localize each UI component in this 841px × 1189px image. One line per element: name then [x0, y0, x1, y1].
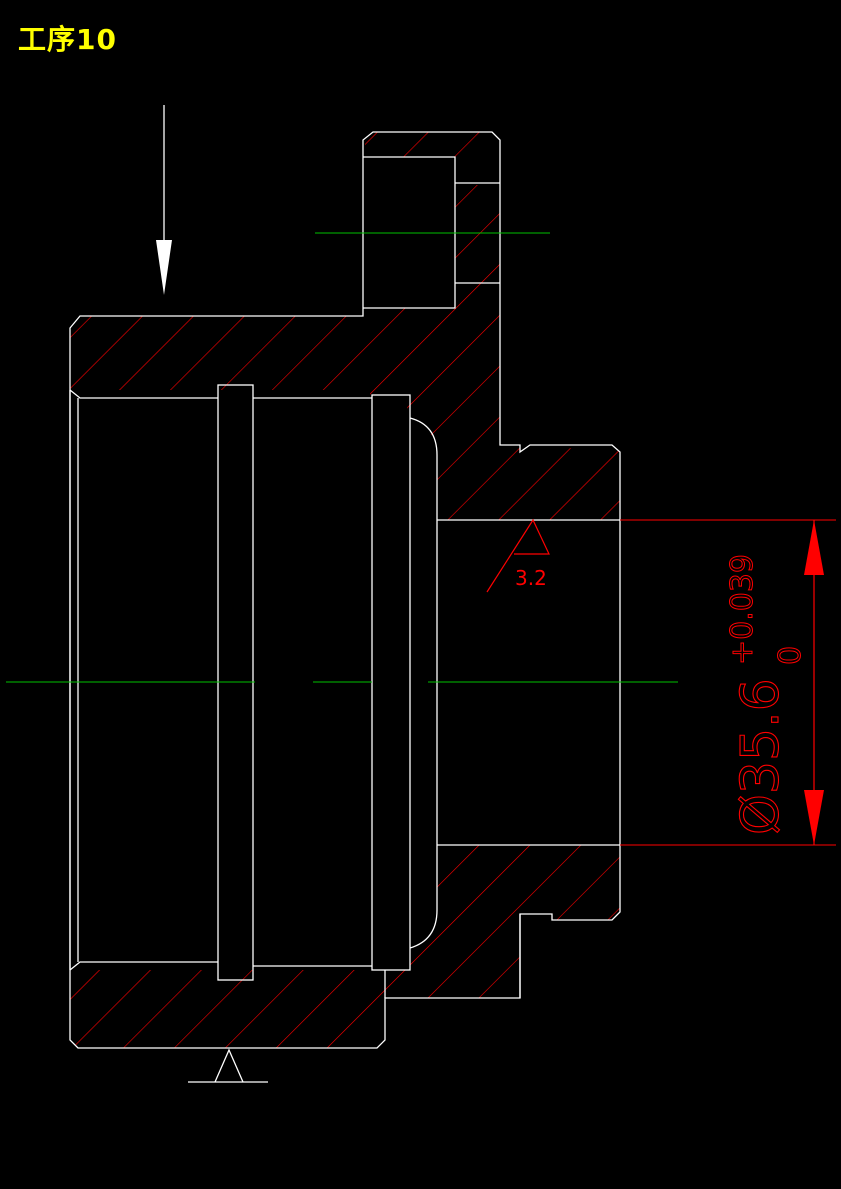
diameter-dimension: Ø35.6 +0.039 0: [620, 519, 836, 846]
groove-right: [371, 394, 411, 971]
dim-nominal: 35.6: [731, 678, 791, 794]
bore-bottom: [69, 961, 218, 971]
hatch-lug-top: [365, 132, 500, 185]
centerlines: [6, 232, 678, 683]
hatch-bottom-wall: [70, 845, 620, 1048]
roughness-value: 3.2: [515, 566, 547, 590]
locating-symbol: [188, 1048, 268, 1083]
hatch-top-wall: [70, 185, 620, 520]
process-title: 工序10: [18, 23, 117, 56]
dim-arrow-bottom: [804, 790, 824, 845]
outer-contour: [69, 131, 621, 1049]
dim-lower-tolerance: 0: [773, 646, 808, 665]
relief-bottom: [409, 845, 438, 949]
clamp-arrow: [156, 105, 172, 295]
bore-top: [69, 389, 218, 399]
relief-top: [409, 417, 438, 520]
section-hatching: [70, 132, 620, 1048]
dim-upper-tolerance: +0.039: [725, 554, 760, 665]
dim-arrow-top: [804, 520, 824, 575]
dim-prefix: Ø: [731, 794, 791, 835]
svg-text:Ø35.6: Ø35.6: [731, 678, 791, 835]
roughness-symbol: 3.2: [486, 518, 550, 593]
